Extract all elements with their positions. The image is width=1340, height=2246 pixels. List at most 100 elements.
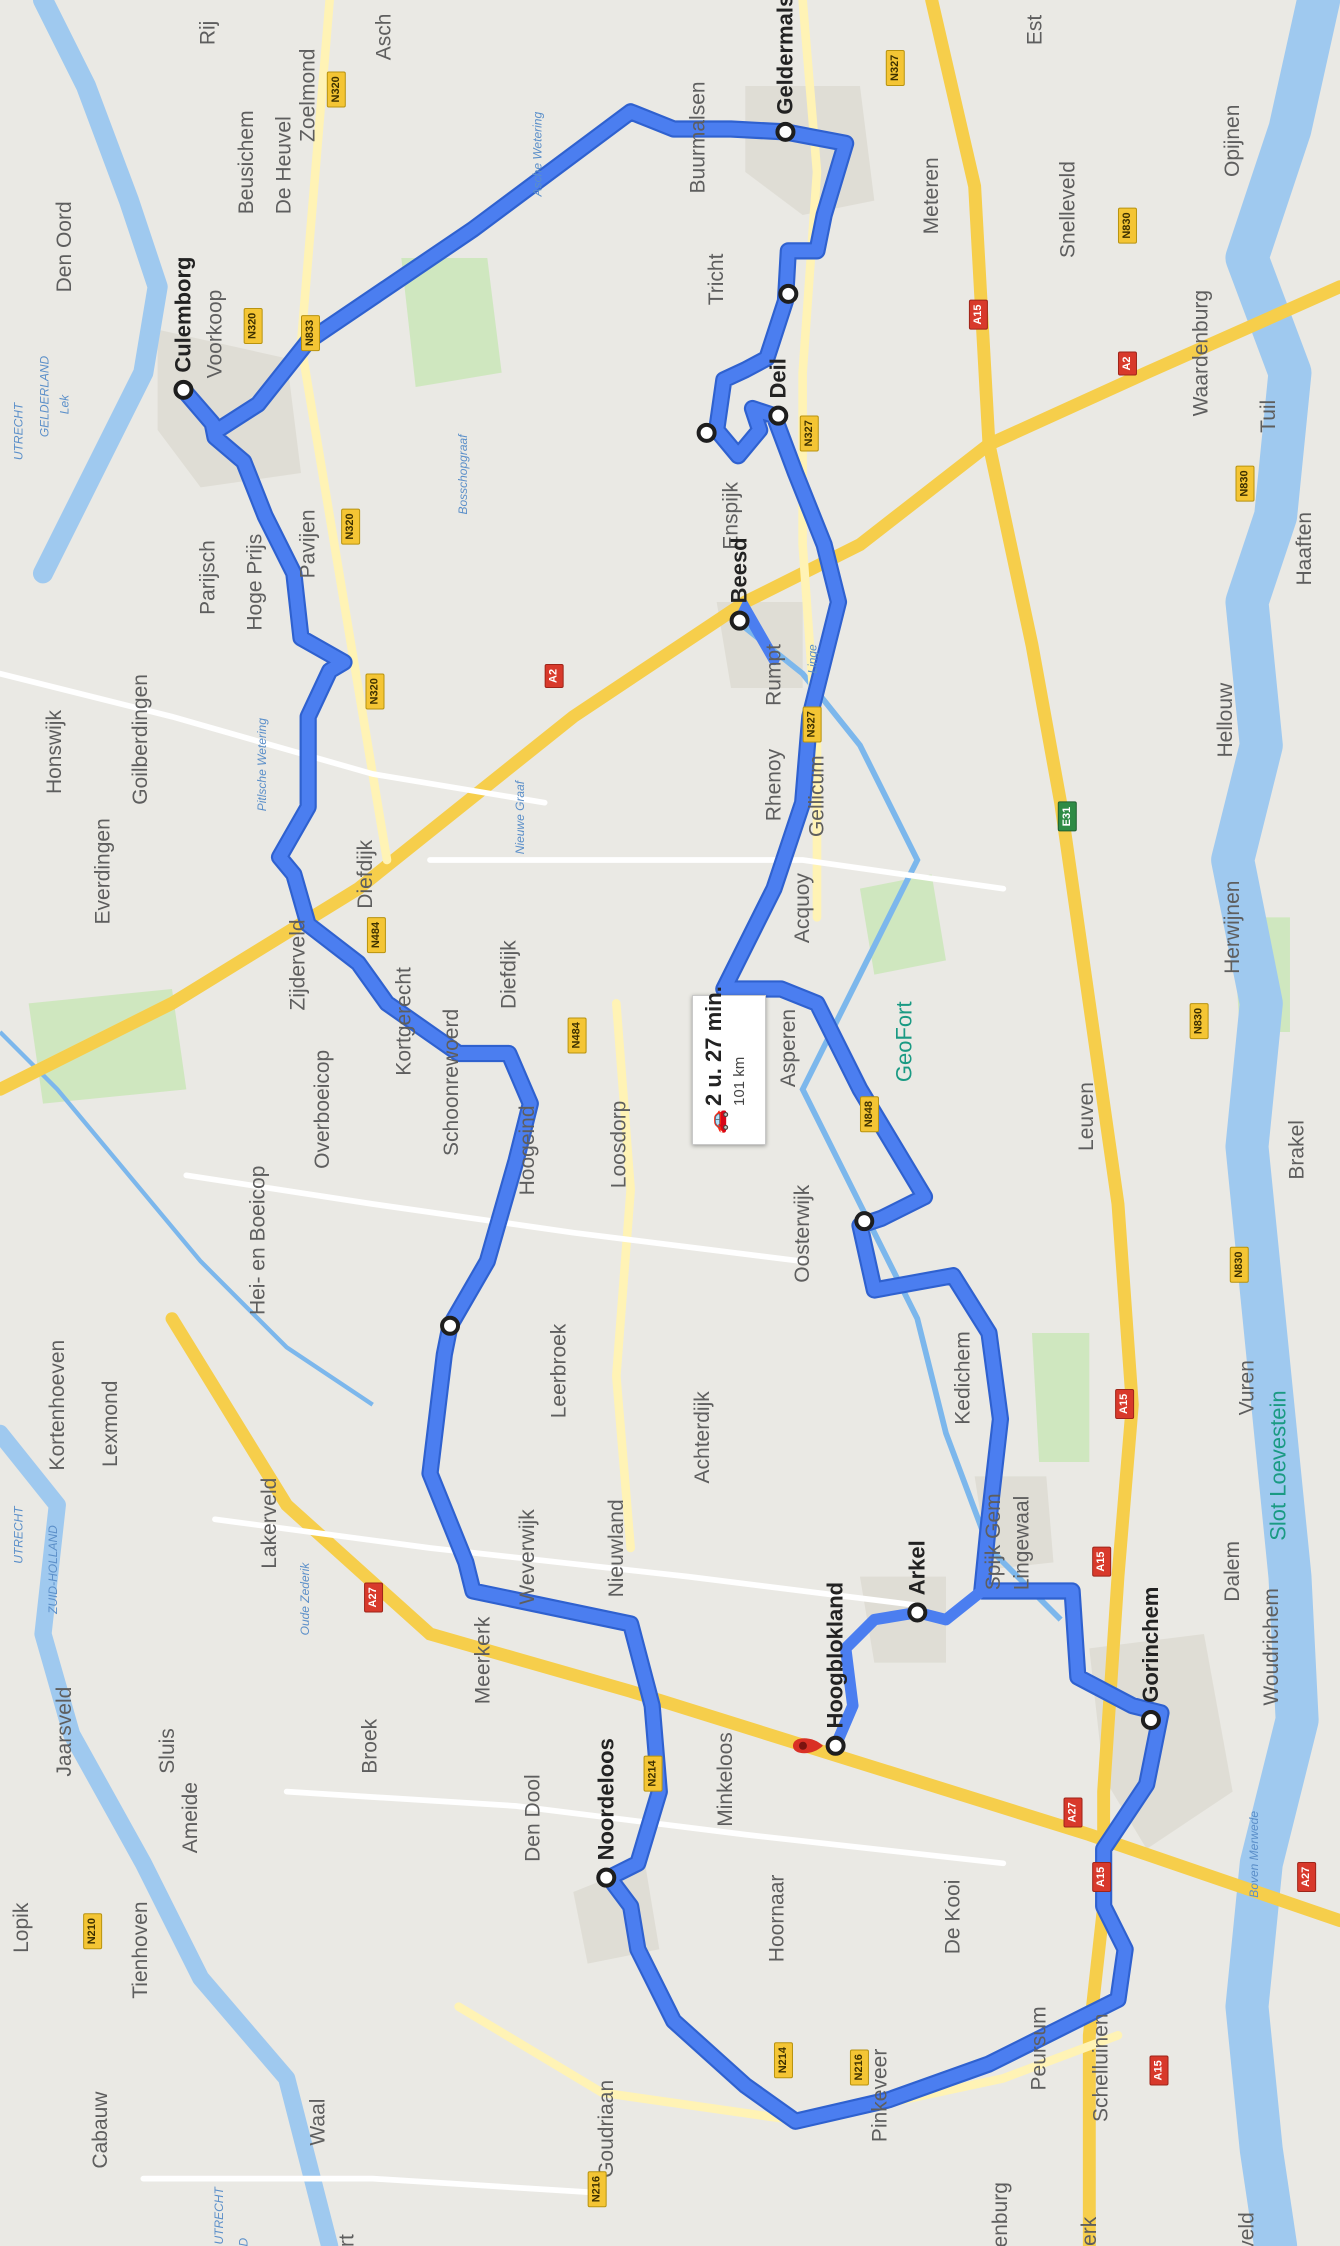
place-label: Kedichem (951, 1331, 975, 1425)
place-label: Jaarsveld (53, 1686, 77, 1777)
route-waypoint-marker[interactable] (854, 1211, 875, 1232)
road-shield: A2 (544, 663, 564, 688)
place-label: Honswijk (42, 710, 66, 795)
place-label: Beusichem (235, 110, 259, 215)
place-label: Kortgerecht (392, 967, 416, 1076)
place-label: Ameide (179, 1782, 203, 1854)
urban-area (157, 329, 301, 488)
place-label: Zoelmond (296, 48, 320, 142)
route-waypoint-marker[interactable] (440, 1315, 461, 1336)
stop-label: Beesd (726, 537, 752, 604)
stop-label: Noordeloos (593, 1738, 619, 1861)
road (427, 857, 1007, 892)
place-label: Meteren (920, 157, 944, 235)
place-label: Pinkeveer (868, 2048, 892, 2143)
place-label: Rij (196, 20, 220, 46)
road-shield: A15 (1149, 2055, 1169, 2086)
river-lek (32, 0, 168, 584)
route-spur-arkel (829, 1585, 988, 1752)
route-overlays (173, 121, 1161, 1888)
place-label: Hoogeind (515, 1105, 539, 1196)
road-shield: A27 (1297, 1861, 1317, 1892)
route-waypoint-marker[interactable] (696, 422, 717, 443)
place-label: Zijderveld (286, 919, 310, 1011)
region-label: UTRECHT (11, 402, 26, 461)
place-label: Dalem (1221, 1541, 1245, 1602)
road-shield: E31 (1057, 801, 1077, 832)
car-icon: 🚗 (707, 1109, 729, 1134)
route-stop-marker[interactable] (596, 1867, 617, 1888)
place-label: Diefdijk (354, 839, 378, 909)
water-label: Nieuwe Graaf (513, 780, 528, 855)
road-shield: N320 (326, 71, 346, 108)
park-area (401, 258, 502, 388)
place-label: Buurmalsen (686, 81, 710, 194)
route-stop-marker[interactable] (775, 121, 796, 142)
place-label: Peursum (1027, 2006, 1051, 2091)
route-duration-callout[interactable]: 🚗 2 u. 27 min. 101 km (692, 986, 766, 1145)
water-label: Pitlsche Wetering (255, 718, 270, 812)
poi-label: GeoFort (891, 1001, 917, 1083)
region-label: UTRECHT (11, 1506, 26, 1564)
place-label: Overboeicop (311, 1049, 335, 1169)
poi-label: Slot Loevestein (1265, 1390, 1291, 1541)
road (212, 1516, 921, 1609)
region-label: AND (236, 2238, 250, 2246)
road-shield: A2 (1117, 351, 1137, 376)
place-label: Everdingen (91, 818, 115, 925)
place-label: Nieuwland (604, 1499, 628, 1598)
route-waypoint-marker[interactable] (778, 283, 799, 304)
road (0, 670, 548, 806)
region-label: UTRECHT (212, 2187, 227, 2245)
stop-label: Geldermalsen (772, 0, 798, 115)
river-linge (729, 614, 1063, 1622)
route-stop-marker[interactable] (173, 379, 194, 400)
road-shield: N327 (799, 415, 819, 452)
place-label: Herwijnen (1221, 880, 1245, 974)
road-shield: N320 (341, 508, 361, 545)
place-label: Achterdijk (690, 1391, 714, 1484)
park-area (1031, 1332, 1090, 1462)
place-label: Rhenoy (762, 748, 786, 822)
water-label: Asche Wetering (530, 111, 545, 197)
route-stop-marker[interactable] (825, 1735, 846, 1756)
road (283, 1788, 1007, 1867)
place-label: Cabauw (88, 2091, 112, 2169)
place-label: Asperen (776, 1008, 800, 1088)
road-shield: N216 (849, 2049, 869, 2086)
road-shield: N484 (567, 1017, 587, 1054)
water-label: Lek (57, 394, 72, 415)
place-label: Rumpt (762, 644, 786, 706)
route-distance: 101 km (731, 1056, 748, 1106)
route-stop-marker[interactable] (729, 610, 750, 631)
route-stop-marker[interactable] (1140, 1709, 1161, 1730)
route-duration: 2 u. 27 min. (701, 986, 726, 1106)
place-label: Kortenhoeven (45, 1339, 69, 1471)
stop-label: Deil (765, 358, 791, 399)
place-label: Hoornaar (765, 1874, 789, 1963)
stop-label: Hoogblokland (822, 1581, 848, 1729)
place-label: Haaften (1292, 511, 1316, 586)
place-label: Gellicum (805, 755, 829, 838)
road-shield: N830 (1229, 1246, 1249, 1283)
place-label: Acquoy (791, 873, 815, 944)
place-label: en-Hardinxveld (1236, 2212, 1260, 2246)
route-stop-marker[interactable] (907, 1602, 928, 1623)
destination-pin-icon[interactable] (792, 1738, 823, 1754)
place-label: Opijnen (1221, 104, 1245, 178)
park-area (859, 874, 946, 975)
place-label: Hellouw (1214, 682, 1238, 758)
road-shield: A15 (1115, 1388, 1135, 1419)
road-shield: N484 (366, 916, 386, 954)
water-label: Bosschopgraaf (455, 434, 470, 515)
place-label: Hoge Prijs (243, 533, 267, 631)
place-label: Lopik (10, 1902, 34, 1953)
place-label: Pavijen (296, 509, 320, 579)
place-label: Est (1023, 14, 1047, 46)
place-label: Woudrichem (1259, 1588, 1283, 1706)
route-stop-marker[interactable] (768, 405, 789, 426)
road-shield: A27 (1063, 1797, 1083, 1828)
